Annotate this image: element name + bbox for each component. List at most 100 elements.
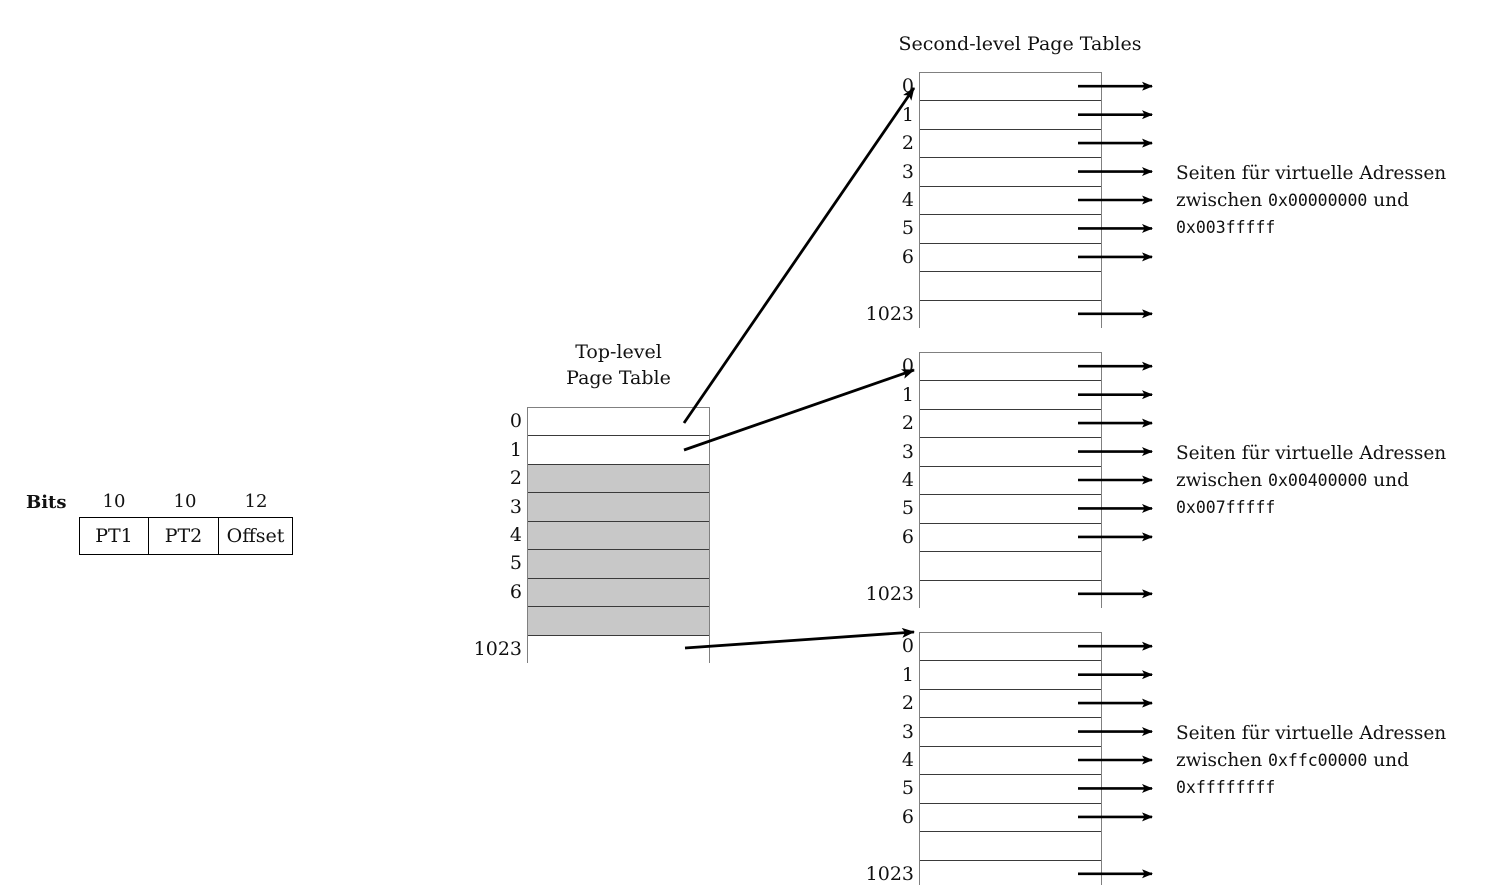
second-level-1-row	[920, 552, 1101, 581]
top-level-index-1: 1	[509, 438, 522, 461]
second-level-0-row	[920, 300, 1101, 329]
second-level-2-row	[920, 860, 1101, 885]
top-level-index-2: 2	[509, 467, 522, 490]
caption-0-line1: Seiten für virtuelle Adressen	[1176, 163, 1447, 184]
top-level-row	[528, 521, 709, 551]
caption-table-0: Seiten für virtuelle Adressen zwischen 0…	[1176, 160, 1506, 241]
top-level-index-3: 3	[509, 495, 522, 518]
second-level-2-index-1: 1	[901, 663, 914, 686]
caption-table-1: Seiten für virtuelle Adressen zwischen 0…	[1176, 440, 1506, 521]
top-level-index-column: 0 1 2 3 4 5 6 1023	[452, 407, 522, 663]
top-level-page-table-title: Top-level Page Table	[527, 339, 710, 391]
top-level-index-4: 4	[509, 524, 522, 546]
second-level-2-index-4: 4	[901, 749, 914, 771]
second-level-0-index-1: 1	[901, 103, 914, 126]
caption-0-addr-start: 0x00000000	[1268, 191, 1368, 210]
top-level-row	[528, 408, 709, 437]
top-level-row	[528, 493, 709, 522]
caption-1-addr-end: 0x007fffff	[1176, 498, 1276, 517]
second-level-page-tables-title: Second-level Page Tables	[898, 33, 1142, 55]
caption-0-line2: zwischen 0x00000000 und	[1176, 187, 1506, 214]
second-level-0-index-5: 5	[901, 217, 914, 240]
top-level-row	[528, 578, 709, 608]
second-level-0-index-3: 3	[901, 160, 914, 183]
bits-width-offset: 12	[244, 491, 268, 512]
caption-2-pre: zwischen	[1176, 750, 1269, 771]
second-level-1-row	[920, 523, 1101, 553]
second-level-0-index-4: 4	[901, 189, 914, 211]
bits-label: Bits	[26, 492, 67, 513]
second-level-0-index-0: 0	[901, 75, 914, 98]
caption-table-2: Seiten für virtuelle Adressen zwischen 0…	[1176, 720, 1506, 801]
second-level-0-index-1023: 1023	[865, 302, 914, 325]
top-level-page-table	[527, 407, 710, 664]
caption-2-post: und	[1367, 750, 1409, 771]
second-level-1-row	[920, 495, 1101, 524]
second-level-0-row	[920, 243, 1101, 273]
second-level-index-column-2: 0 1 2 3 4 5 6 1023	[844, 632, 914, 885]
caption-1-post: und	[1367, 470, 1409, 491]
second-level-0-index-6: 6	[901, 245, 914, 268]
second-level-0-row	[920, 272, 1101, 301]
second-level-2-row	[920, 633, 1101, 662]
bits-width-pt1: 10	[102, 491, 126, 512]
caption-1-line1: Seiten für virtuelle Adressen	[1176, 443, 1447, 464]
second-level-index-column-0: 0 1 2 3 4 5 6 1023	[844, 72, 914, 328]
top-level-title-line2: Page Table	[566, 367, 671, 389]
second-level-2-row	[920, 746, 1101, 776]
top-level-row	[528, 607, 709, 636]
second-level-0-row	[920, 73, 1101, 102]
caption-2-addr-start: 0xffc00000	[1268, 751, 1368, 770]
caption-2-addr-end: 0xffffffff	[1176, 778, 1276, 797]
second-level-2-row	[920, 718, 1101, 747]
caption-0-post: und	[1367, 190, 1409, 211]
second-level-page-table-2	[919, 632, 1102, 885]
caption-1-pre: zwischen	[1176, 470, 1269, 491]
second-level-2-index-6: 6	[901, 805, 914, 828]
second-level-1-row	[920, 438, 1101, 467]
top-level-title-line1: Top-level	[575, 341, 662, 363]
second-level-1-index-1: 1	[901, 383, 914, 406]
second-level-2-index-5: 5	[901, 777, 914, 800]
caption-1-addr-start: 0x00400000	[1268, 471, 1368, 490]
second-level-2-row	[920, 661, 1101, 690]
caption-2-line1: Seiten für virtuelle Adressen	[1176, 723, 1447, 744]
second-level-0-index-2: 2	[901, 132, 914, 155]
top-level-index-1023: 1023	[473, 637, 522, 660]
top-level-index-6: 6	[509, 580, 522, 603]
bits-width-pt2: 10	[173, 491, 197, 512]
bits-field-offset: Offset	[219, 517, 293, 555]
second-level-page-table-0	[919, 72, 1102, 329]
second-level-1-index-4: 4	[901, 469, 914, 491]
second-level-0-row	[920, 129, 1101, 159]
second-level-1-row	[920, 381, 1101, 410]
second-level-page-table-1	[919, 352, 1102, 609]
second-level-2-index-0: 0	[901, 635, 914, 658]
bits-field-pt1: PT1	[79, 517, 149, 555]
top-level-row	[528, 550, 709, 579]
second-level-2-index-2: 2	[901, 692, 914, 715]
second-level-1-row	[920, 580, 1101, 609]
bits-field-pt2: PT2	[149, 517, 219, 555]
caption-0-pre: zwischen	[1176, 190, 1269, 211]
top-level-index-0: 0	[509, 410, 522, 433]
second-level-0-row	[920, 101, 1101, 130]
second-level-1-index-0: 0	[901, 355, 914, 378]
second-level-1-row	[920, 466, 1101, 496]
second-level-1-row	[920, 409, 1101, 439]
second-level-1-index-5: 5	[901, 497, 914, 520]
second-level-2-index-1023: 1023	[865, 862, 914, 885]
top-level-row	[528, 464, 709, 494]
caption-2-line2: zwischen 0xffc00000 und	[1176, 747, 1506, 774]
top-level-row	[528, 436, 709, 465]
top-level-index-5: 5	[509, 552, 522, 575]
caption-1-line2: zwischen 0x00400000 und	[1176, 467, 1506, 494]
second-level-2-index-3: 3	[901, 720, 914, 743]
second-level-1-index-1023: 1023	[865, 582, 914, 605]
second-level-1-index-6: 6	[901, 525, 914, 548]
second-level-0-row	[920, 186, 1101, 216]
second-level-2-row	[920, 775, 1101, 804]
caption-0-addr-end: 0x003fffff	[1176, 218, 1276, 237]
